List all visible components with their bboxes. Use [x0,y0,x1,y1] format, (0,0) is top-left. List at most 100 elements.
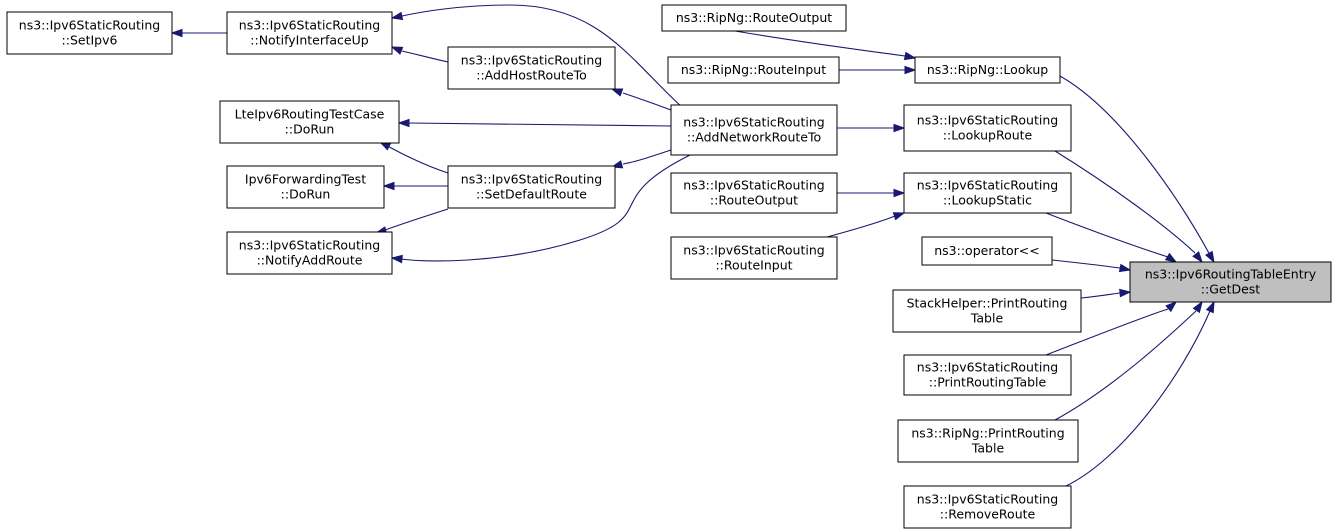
node-label-line: ::AddNetworkRouteTo [687,130,821,145]
node-addnetroute[interactable]: ns3::Ipv6StaticRouting::AddNetworkRouteT… [670,104,838,156]
edge-addnetroute-to-notifyifup [390,4,684,109]
node-label-line: ns3::RipNg::RouteOutput [676,10,832,25]
node-box [670,236,838,280]
edge-getdest-to-staticprint [1045,301,1178,356]
node-staticprint[interactable]: ns3::Ipv6StaticRouting::PrintRoutingTabl… [903,354,1072,396]
node-box [447,165,616,209]
arrowhead [1205,300,1215,314]
node-box [921,236,1053,266]
node-staticrouteout[interactable]: ns3::Ipv6StaticRouting::RouteOutput [670,172,838,214]
node-ripnglookup[interactable]: ns3::RipNg::Lookup [914,56,1061,84]
arrowhead [610,88,624,97]
edge-setdefault-to-notifyaddroute [374,208,449,235]
edge-line [401,4,684,109]
edges-layer [170,4,1215,487]
node-label-line: ns3::Ipv6StaticRouting [917,360,1058,375]
node-box [903,172,1072,214]
node-fwdtest[interactable]: Ipv6ForwardingTest::DoRun [226,165,385,209]
node-lookuproute[interactable]: ns3::Ipv6StaticRouting::LookupRoute [903,104,1072,152]
node-label-line: ns3::Ipv6StaticRouting [917,492,1058,507]
arrowhead [1192,251,1203,264]
node-box [897,419,1079,463]
node-label-line: ns3::Ipv6StaticRouting [683,243,824,258]
edge-getdest-to-operator [1051,259,1132,273]
edge-line [622,92,672,111]
node-label-line: ns3::Ipv6RoutingTableEntry [1145,267,1317,282]
edge-line [1045,308,1169,356]
node-label-line: Ipv6ForwardingTest [245,172,366,187]
arrowhead [390,46,404,55]
node-box [6,11,173,55]
node-box [219,100,400,144]
node-ltetest[interactable]: LteIpv6RoutingTestCase::DoRun [219,100,400,144]
edge-lookupstatic-to-staticrouteout [837,188,906,198]
node-operator[interactable]: ns3::operator<< [921,236,1053,266]
node-label-line: ns3::Ipv6StaticRouting [917,113,1058,128]
node-notifyaddroute[interactable]: ns3::Ipv6StaticRouting::NotifyAddRoute [226,231,393,275]
node-label-line: StackHelper::PrintRouting [907,296,1068,311]
arrowhead [893,188,906,198]
edge-getdest-to-lookuproute [1054,150,1203,264]
edge-lookuproute-to-addnetroute [837,123,906,133]
edge-line [826,215,896,238]
node-label-line: ns3::Ipv6StaticRouting [461,53,602,68]
edge-ripnglookup-to-ripngrouteout [734,30,917,61]
edge-getdest-to-lookupstatic [1045,212,1178,263]
edge-setdefault-to-ltetest [378,141,449,174]
node-label-line: Table [970,311,1004,326]
edge-ripnglookup-to-ripngroutein [839,65,917,75]
node-label-line: ::PrintRoutingTable [929,375,1047,390]
node-label-line: ns3::RipNg::RouteInput [681,62,826,77]
node-label-line: ns3::Ipv6StaticRouting [917,178,1058,193]
node-addhostroute[interactable]: ns3::Ipv6StaticRouting::AddHostRouteTo [447,46,616,90]
edge-addnetroute-to-addhostroute [610,88,672,111]
node-box [667,56,840,84]
arrowhead [397,118,410,128]
edge-line [1080,292,1121,299]
node-stackhelper[interactable]: StackHelper::PrintRoutingTable [892,289,1082,333]
node-ripngprint[interactable]: ns3::RipNg::PrintRoutingTable [897,419,1079,463]
node-box [447,46,616,90]
node-notifyifup[interactable]: ns3::Ipv6StaticRouting::NotifyInterfaceU… [226,11,393,55]
edge-line [1065,310,1211,487]
node-label-line: ns3::Ipv6StaticRouting [239,18,380,33]
node-label-line: ns3::operator<< [934,243,1040,258]
arrowhead [1165,301,1178,313]
arrowhead [1205,250,1215,264]
node-setipv6[interactable]: ns3::Ipv6StaticRouting::SetIpv6 [6,11,173,55]
arrowhead [390,11,404,21]
node-label-line: ::DoRun [281,187,331,202]
node-ripngrouteout[interactable]: ns3::RipNg::RouteOutput [661,4,847,32]
edge-line [1051,259,1121,269]
node-label-line: ::NotifyAddRoute [257,253,363,268]
node-label-line: ns3::Ipv6StaticRouting [461,172,602,187]
node-label-line: ns3::Ipv6StaticRouting [19,18,160,33]
node-label-line: ns3::RipNg::Lookup [927,62,1048,77]
node-staticroutein[interactable]: ns3::Ipv6StaticRouting::RouteInput [670,236,838,280]
node-ripngroutein[interactable]: ns3::RipNg::RouteInput [667,56,840,84]
node-label-line: ::RouteOutput [710,193,798,208]
edge-line [379,208,449,233]
edge-addhostroute-to-notifyifup [390,46,449,63]
edge-line [401,154,691,262]
node-box [226,231,393,275]
node-box [903,104,1072,152]
node-lookupstatic[interactable]: ns3::Ipv6StaticRouting::LookupStatic [903,172,1072,214]
edge-line [408,122,672,127]
node-label-line: ::LookupStatic [943,193,1032,208]
node-label-line: ns3::Ipv6StaticRouting [683,115,824,130]
node-box [670,172,838,214]
edge-setdefault-to-fwdtest [382,181,448,191]
arrowhead [904,65,917,75]
nodes-layer: ns3::Ipv6StaticRouting::SetIpv6ns3::Ipv6… [6,4,1332,529]
node-setdefault[interactable]: ns3::Ipv6StaticRouting::SetDefaultRoute [447,165,616,209]
edge-addnetroute-to-setdefault [610,149,672,169]
arrowhead [382,181,395,191]
edge-lookupstatic-to-staticroutein [826,212,906,238]
node-removeroute[interactable]: ns3::Ipv6StaticRouting::RemoveRoute [903,485,1072,529]
node-label-line: ns3::Ipv6StaticRouting [683,178,824,193]
node-getdest[interactable]: ns3::Ipv6RoutingTableEntry::GetDest [1129,261,1332,303]
node-label-line: ::RouteInput [715,258,792,273]
arrowhead [893,123,906,133]
